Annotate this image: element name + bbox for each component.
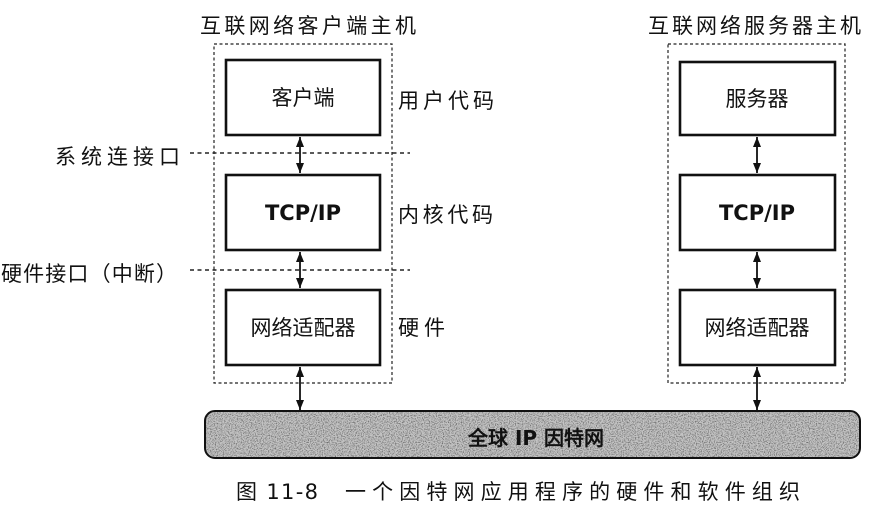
hardware-interface-label: 硬件接口（中断） <box>1 262 177 286</box>
client-layer-tcpip: TCP/IP <box>224 173 382 252</box>
server-adapter-box <box>678 288 837 367</box>
system-call-interface-label: 系统连接口 <box>55 145 180 169</box>
client-layer-adapter: 网络适配器 <box>224 288 382 367</box>
client-adapter-box <box>224 288 382 367</box>
server-layer-app: 服务器 <box>678 60 837 137</box>
client-app-box <box>224 58 382 137</box>
global-ip-internet: 全球 IP 因特网 <box>204 410 861 459</box>
client-tcpip-label: TCP/IP <box>265 201 341 225</box>
client-app-label: 客户端 <box>272 86 335 110</box>
server-adapter-label: 网络适配器 <box>705 316 810 340</box>
figure-caption: 一个因特网应用程序的硬件和软件组织 <box>345 480 800 504</box>
network-label: 全球 IP 因特网 <box>467 426 604 450</box>
server-host-title: 互联网络服务器主机 <box>648 14 861 38</box>
client-tcpip-box <box>224 173 382 252</box>
network-texture <box>206 412 859 457</box>
layer-label-kernel-code: 内核代码 <box>398 203 493 227</box>
client-adapter-label: 网络适配器 <box>251 316 356 340</box>
server-layer-tcpip: TCP/IP <box>678 173 837 252</box>
server-layer-adapter: 网络适配器 <box>678 288 837 367</box>
server-tcpip-box <box>678 173 837 252</box>
layer-label-user-code: 用户代码 <box>398 89 494 113</box>
server-app-label: 服务器 <box>726 87 789 111</box>
layer-label-hardware: 硬件 <box>398 316 445 340</box>
figure-number: 图 11-8 <box>236 480 318 504</box>
client-host-title: 互联网络客户端主机 <box>200 14 416 38</box>
server-host-frame <box>667 43 846 384</box>
client-layer-app: 客户端 <box>224 58 382 137</box>
server-tcpip-label: TCP/IP <box>719 201 795 225</box>
server-app-box <box>678 60 837 137</box>
